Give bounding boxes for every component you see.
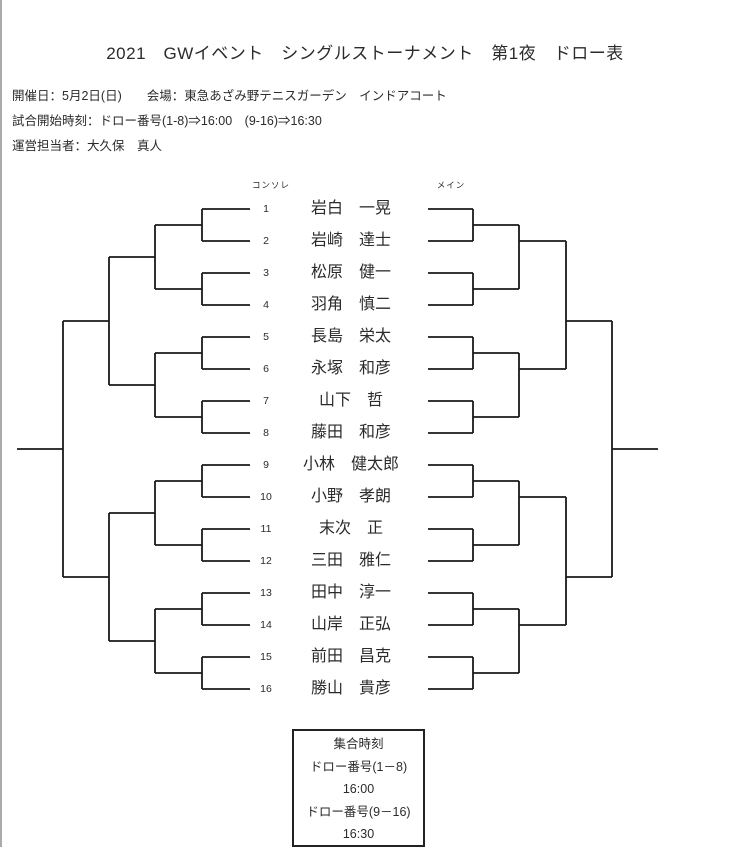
player-name: 前田 昌克 — [310, 648, 391, 665]
player-name: 末次 正 — [318, 520, 383, 537]
main-bracket-label: メイン — [436, 180, 466, 190]
draw-number: 6 — [263, 363, 269, 375]
meeting-time-box: 集合時刻ドロー番号(1－8) 16:00 ドロー番号(9－16) 16:30 — [292, 729, 425, 847]
meeting-box-line: 集合時刻 — [333, 737, 384, 751]
event-date-venue: 開催日：5月2日(日) 会場：東急あざみ野テニスガーデン インドアコート — [12, 89, 447, 103]
match-start-time: 試合開始時刻：ドロー番号(1-8)⇒16:00 (9-16)⇒16:30 — [12, 114, 322, 128]
draw-number: 3 — [263, 267, 269, 279]
player-name: 小林 健太郎 — [302, 456, 399, 473]
draw-number: 10 — [260, 491, 272, 503]
player-name: 松原 健一 — [310, 264, 391, 281]
draw-number: 8 — [263, 427, 269, 439]
player-name: 勝山 貴彦 — [310, 680, 391, 697]
meeting-box-line: ドロー番号(1－8) — [309, 759, 408, 774]
draw-number: 15 — [260, 651, 272, 663]
meeting-box-line: 16:00 — [342, 782, 375, 797]
draw-number: 7 — [263, 395, 269, 407]
player-name: 山岸 正弘 — [310, 616, 391, 633]
draw-number: 2 — [263, 235, 269, 247]
meeting-box-line: ドロー番号(9－16) — [306, 804, 411, 819]
draw-number: 11 — [260, 523, 272, 535]
draw-number: 14 — [260, 619, 272, 631]
player-name: 藤田 和彦 — [310, 424, 391, 441]
draw-number: 5 — [263, 331, 269, 343]
page-edge-line — [0, 0, 2, 847]
draw-number: 16 — [260, 683, 272, 695]
player-name: 田中 淳一 — [310, 584, 391, 601]
player-name: 岩白 一晃 — [310, 200, 391, 217]
consolation-bracket-label: コンソレ — [251, 180, 290, 190]
event-manager: 運営担当者：大久保 真人 — [12, 139, 163, 153]
page-title: 2021 GWイベント シングルストーナメント 第1夜 ドロー表 — [106, 44, 624, 63]
player-name: 長島 栄太 — [310, 328, 391, 345]
draw-number: 12 — [260, 555, 272, 567]
player-name: 永塚 和彦 — [310, 360, 391, 377]
draw-number: 9 — [263, 459, 269, 471]
draw-number: 1 — [263, 203, 269, 215]
player-name: 三田 雅仁 — [310, 552, 391, 569]
player-name: 岩崎 達士 — [310, 232, 391, 249]
player-name: 山下 哲 — [318, 392, 383, 409]
player-name: 羽角 慎二 — [310, 296, 391, 313]
draw-number: 4 — [263, 299, 269, 311]
player-name: 小野 孝朗 — [310, 488, 391, 505]
draw-number: 13 — [260, 587, 272, 599]
meeting-box-line: 16:30 — [342, 827, 375, 842]
